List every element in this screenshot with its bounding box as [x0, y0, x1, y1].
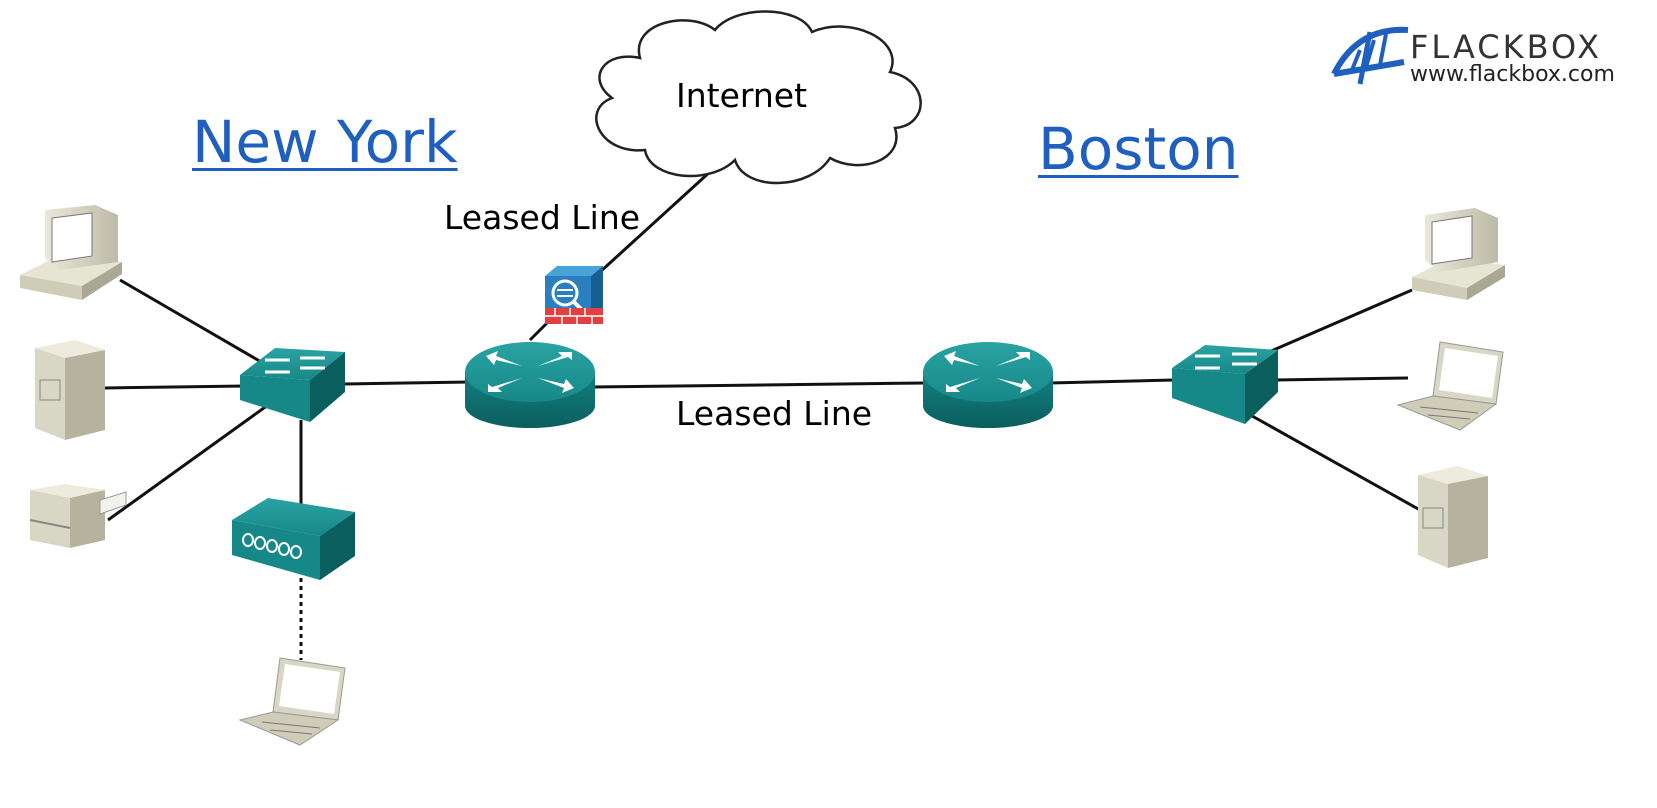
- router-icon-boston: [923, 342, 1053, 428]
- server-icon-newyork: [35, 340, 105, 440]
- laptop-icon-newyork: [238, 657, 346, 746]
- internet-link-label: Leased Line: [444, 198, 641, 237]
- link-switch-laptop-boston: [1274, 376, 1409, 382]
- link-router-firewall: [528, 320, 550, 342]
- site-label-boston: Boston: [1038, 115, 1239, 183]
- internet-cloud: [595, 10, 922, 185]
- flackbox-logo: FLACKBOX www.flackbox.com: [1330, 22, 1657, 94]
- link-firewall-internet: [598, 168, 714, 274]
- pc-icon-boston: [1412, 208, 1505, 300]
- link-router-router: [591, 381, 926, 389]
- link-switch-router: [344, 380, 471, 386]
- internet-cloud-label: Internet: [676, 76, 808, 115]
- bridge-logo-icon: [1331, 26, 1409, 85]
- printer-icon: [29, 484, 127, 548]
- link-printer-switch: [107, 398, 276, 522]
- server-icon-boston: [1418, 466, 1488, 568]
- router-icon-newyork: [465, 342, 595, 428]
- link-router-switch-boston: [1049, 378, 1174, 385]
- laptop-icon-boston: [1396, 341, 1504, 431]
- logo-brand-text: FLACKBOX: [1410, 28, 1603, 66]
- firewall-icon: [545, 266, 603, 324]
- link-server-switch: [104, 384, 246, 390]
- access-point-icon: [232, 498, 355, 580]
- wan-link-label: Leased Line: [676, 394, 873, 433]
- connection-lines: [104, 168, 1421, 660]
- logo-url-text: www.flackbox.com: [1410, 62, 1615, 87]
- link-switch-pc-boston: [1254, 288, 1413, 360]
- link-pc-switch: [119, 278, 276, 372]
- site-label-newyork: New York: [192, 108, 458, 176]
- pc-icon-newyork: [20, 205, 122, 300]
- switch-icon-newyork: [240, 348, 345, 422]
- link-switch-server-boston: [1244, 410, 1421, 512]
- switch-icon-boston: [1172, 345, 1278, 424]
